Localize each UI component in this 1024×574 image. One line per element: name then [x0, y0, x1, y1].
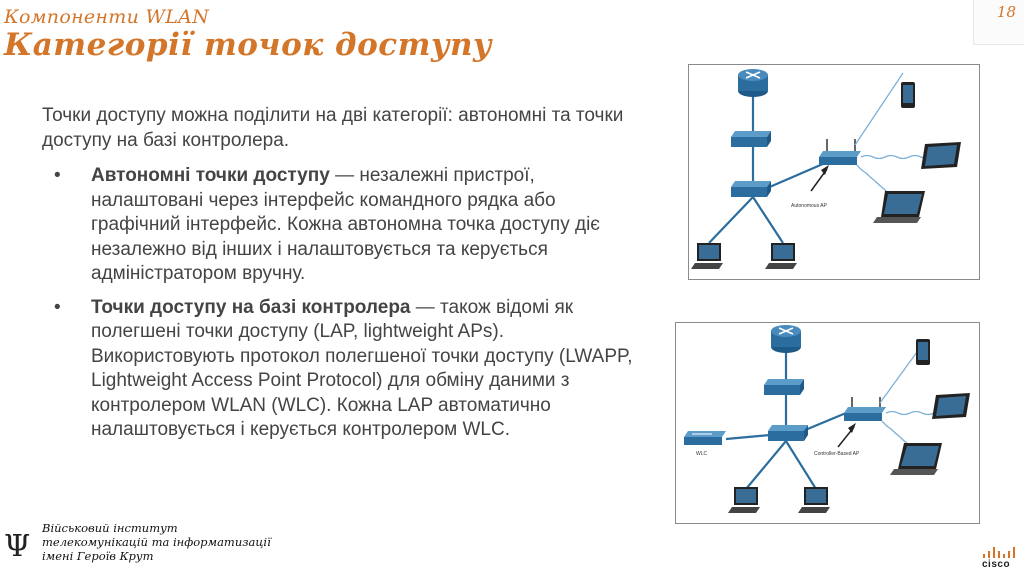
cisco-wordmark: cisco [982, 559, 1011, 570]
bullet-dot-icon: • [54, 296, 61, 318]
slide-number: 18 [996, 3, 1016, 21]
slide-content: Точки доступу можна поділити на дві кате… [42, 104, 642, 452]
lightweight-ap-icon [844, 397, 886, 421]
bullet-dot-icon: • [54, 165, 61, 186]
controller-topology-svg: WLC [684, 325, 970, 513]
laptop-icon [873, 191, 925, 223]
phone-icon [901, 82, 915, 108]
desktop-computer-icon [765, 243, 797, 269]
wlc-label: WLC [696, 451, 708, 457]
controller-ap-diagram: WLC [675, 322, 980, 524]
tablet-icon [921, 142, 961, 169]
slide-subtitle: Компоненти WLAN [4, 6, 210, 28]
bullet-text: — незалежні пристрої, налаштовані через … [91, 165, 601, 284]
bullet-autonomous: • Автономні точки доступу — незалежні пр… [42, 164, 642, 287]
bullet-controller: • Точки доступу на базі контролера — так… [42, 296, 642, 443]
autonomous-topology-svg: Autonomous AP [691, 69, 961, 269]
wlc-controller-icon [684, 431, 726, 445]
arrow-icon [810, 165, 829, 192]
router-icon [738, 69, 768, 97]
switch-icon [731, 131, 771, 147]
institute-name: Військовий інститут телекомунікацій та і… [42, 521, 271, 563]
autonomous-ap-label: Autonomous AP [791, 203, 828, 209]
institute-logo-icon: Ψ [4, 529, 31, 564]
desktop-computer-icon [798, 487, 830, 513]
switch-icon [764, 379, 804, 395]
switch-icon [731, 181, 771, 197]
switch-icon [768, 425, 808, 441]
autonomous-ap-diagram: Autonomous AP [688, 64, 980, 280]
corner-decoration [973, 0, 1024, 45]
desktop-computer-icon [691, 243, 723, 269]
controller-ap-label: Controller-Based AP [814, 451, 860, 457]
laptop-icon [890, 443, 942, 475]
intro-paragraph: Точки доступу можна поділити на дві кате… [42, 105, 624, 151]
bullet-term: Точки доступу на базі контролера [91, 296, 411, 318]
bullet-term: Автономні точки доступу [91, 165, 330, 186]
arrow-icon [837, 423, 856, 448]
router-icon [771, 325, 801, 353]
desktop-computer-icon [728, 487, 760, 513]
slide-title: Категорії точок доступу [4, 27, 493, 63]
access-point-icon [819, 139, 861, 165]
phone-icon [916, 339, 930, 365]
cisco-logo-icon [983, 547, 1015, 558]
tablet-icon [932, 393, 970, 419]
bullet-text: — також відомі як полегшені точки доступ… [91, 296, 633, 441]
bullet-list: • Автономні точки доступу — незалежні пр… [42, 164, 642, 443]
